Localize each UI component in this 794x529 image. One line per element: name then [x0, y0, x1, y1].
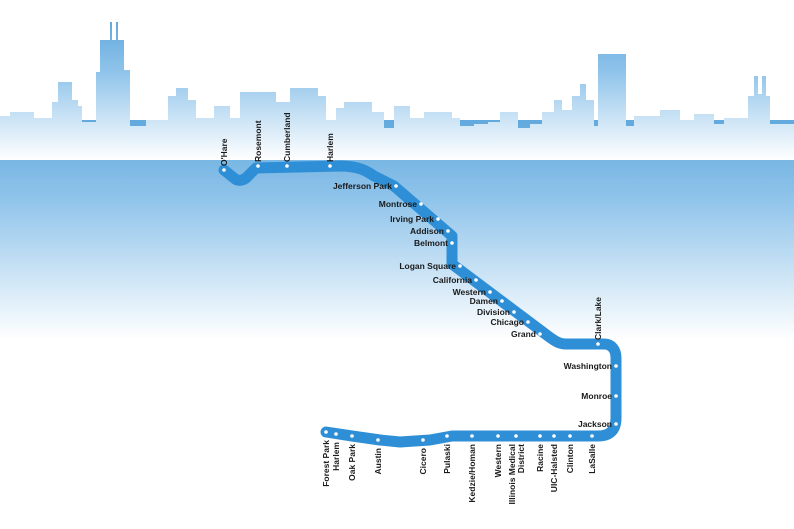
station-dot-washington: [614, 364, 618, 368]
station-dot-harlem-north: [328, 164, 332, 168]
station-label-kedzie-homan: Kedzie/Homan: [467, 444, 477, 503]
blue-line-track: [218, 160, 622, 448]
station-dot-montrose: [419, 202, 423, 206]
station-label-jackson: Jackson: [578, 419, 612, 429]
station-label-damen: Damen: [470, 296, 498, 306]
station-dot-belmont: [450, 241, 454, 245]
station-dot-harlem-south: [334, 432, 338, 436]
station-dot-lasalle: [590, 434, 594, 438]
station-dot-western-north: [488, 290, 492, 294]
station-label-austin: Austin: [373, 448, 383, 474]
station-dot-damen: [500, 299, 504, 303]
station-dot-cumberland: [285, 164, 289, 168]
station-dot-illinois-medical-district: [514, 434, 518, 438]
station-label-harlem-south: Harlem: [331, 442, 341, 471]
station-label-monroe: Monroe: [581, 391, 612, 401]
station-label-uic-halsted: UIC-Halsted: [549, 444, 559, 492]
station-dot-uic-halsted: [552, 434, 556, 438]
station-dot-western-south: [496, 434, 500, 438]
station-label-irving-park: Irving Park: [390, 214, 434, 224]
station-label-pulaski: Pulaski: [442, 444, 452, 474]
station-label-division: Division: [477, 307, 510, 317]
station-dot-irving-park: [436, 217, 440, 221]
station-dot-clark-lake: [596, 342, 600, 346]
station-label-cumberland: Cumberland: [282, 112, 292, 162]
station-label-harlem-north: Harlem: [325, 133, 335, 162]
station-label-clark-lake: Clark/Lake: [593, 297, 603, 340]
station-label-grand: Grand: [511, 329, 536, 339]
station-dot-grand: [538, 332, 542, 336]
station-label-ohare: O'Hare: [219, 138, 229, 166]
station-label-clinton: Clinton: [565, 444, 575, 473]
station-label-logan-square: Logan Square: [399, 261, 456, 271]
station-label-washington: Washington: [564, 361, 612, 371]
station-label-forest-park: Forest Park: [321, 440, 331, 487]
station-dot-logan-square: [458, 264, 462, 268]
station-label-western-south: Western: [493, 444, 503, 477]
station-dot-austin: [376, 438, 380, 442]
station-label-cicero: Cicero: [418, 448, 428, 474]
station-dot-pulaski: [445, 434, 449, 438]
station-label-oak-park: Oak Park: [347, 444, 357, 481]
station-label-california: California: [433, 275, 472, 285]
station-label-belmont: Belmont: [414, 238, 448, 248]
station-label-addison: Addison: [410, 226, 444, 236]
station-dot-jefferson-park: [394, 184, 398, 188]
station-dot-chicago: [526, 320, 530, 324]
station-dot-monroe: [614, 394, 618, 398]
station-dot-oak-park: [350, 434, 354, 438]
station-dot-kedzie-homan: [470, 434, 474, 438]
station-dot-california: [474, 278, 478, 282]
station-dot-ohare: [222, 168, 226, 172]
station-dot-addison: [446, 229, 450, 233]
station-label-montrose: Montrose: [379, 199, 418, 209]
station-dot-forest-park: [324, 430, 328, 434]
station-label-chicago: Chicago: [490, 317, 524, 327]
station-label-western-north: Western: [453, 287, 486, 297]
station-label-illinois-medical-district: Illinois MedicalDistrict: [507, 444, 526, 505]
station-label-lasalle: LaSalle: [587, 444, 597, 474]
station-label-jefferson-park: Jefferson Park: [333, 181, 392, 191]
station-label-racine: Racine: [535, 444, 545, 472]
station-dot-rosemont: [256, 164, 260, 168]
station-dot-jackson: [614, 422, 618, 426]
station-label-rosemont: Rosemont: [253, 120, 263, 162]
city-skyline: [0, 22, 794, 340]
station-dot-division: [512, 310, 516, 314]
station-dot-clinton: [568, 434, 572, 438]
station-dot-cicero: [421, 438, 425, 442]
station-dot-racine: [538, 434, 542, 438]
